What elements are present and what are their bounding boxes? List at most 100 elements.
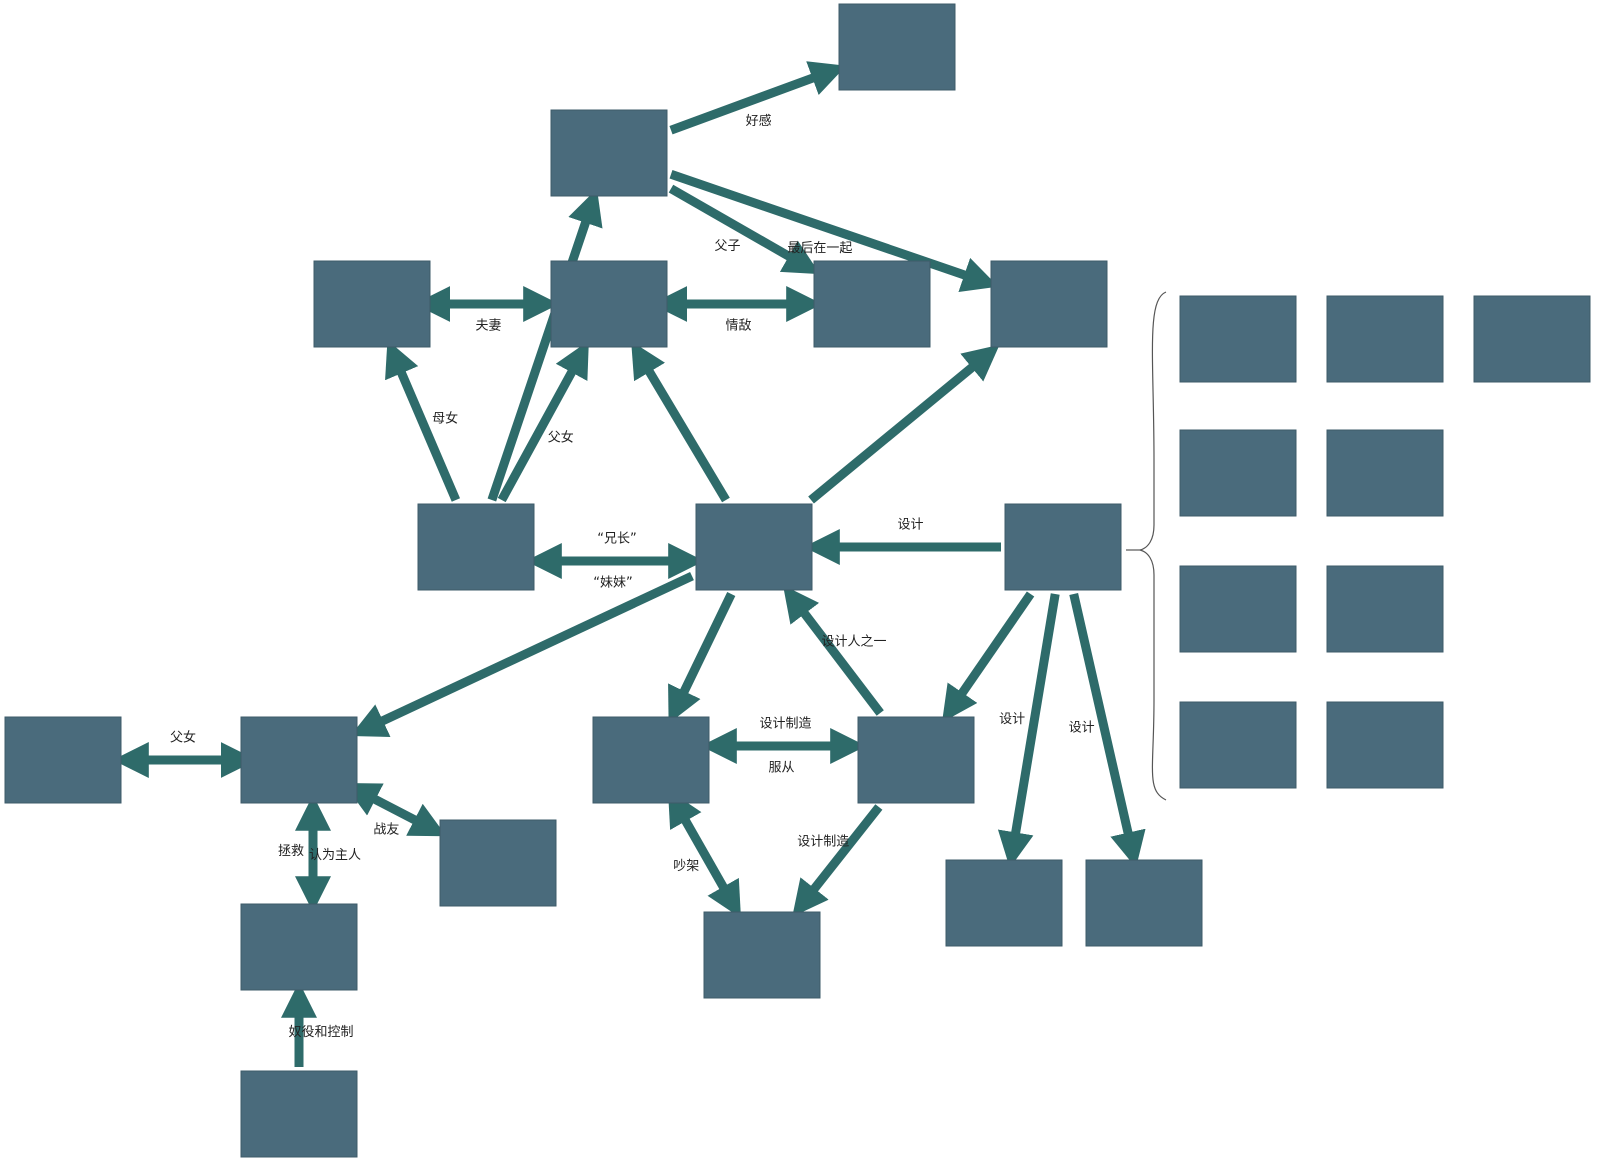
- edge-n_suha-n_zhanyou: [343, 782, 447, 837]
- node-box: [813, 260, 931, 348]
- node-box: [240, 1070, 358, 1158]
- node-box: [1179, 701, 1297, 789]
- edge-n_wenjing-n_meiyi: [385, 340, 461, 502]
- node-box: [1179, 565, 1297, 653]
- node-box: [1326, 429, 1444, 517]
- node-box: [857, 716, 975, 804]
- node-n_g8: [1179, 701, 1297, 789]
- node-n_demote: [945, 859, 1063, 947]
- node-n_zhanyou: [439, 819, 557, 907]
- edge-label-n_lc1-n_xda: 设计人之一: [822, 635, 887, 650]
- node-box: [439, 819, 557, 907]
- node-n_top_right: [838, 3, 956, 91]
- node-box: [990, 260, 1108, 348]
- node-n_xda: [695, 503, 813, 591]
- edge-label-n_lc1-n_bottom_center: 设计制造: [797, 834, 849, 849]
- edge-label-n_he_changan-n_top_right: 好感: [746, 113, 772, 129]
- node-n_lilian: [990, 260, 1108, 348]
- node-box: [1004, 503, 1122, 591]
- edge-label-n_designer-n_xda: 设计: [897, 518, 923, 533]
- edge-n_he_changan-n_top_right: [669, 61, 847, 135]
- edge-label-n_designer-n_demote: 设计: [999, 712, 1025, 727]
- group-bracket: [1139, 291, 1167, 801]
- edge-label-n_lc1-n_wangjiao: 设计制造: [759, 717, 811, 732]
- node-n_qisi: [4, 716, 122, 804]
- edge-n_designer-n_lc1: [941, 591, 1035, 723]
- edge-n_xda-n_lilian: [808, 344, 1000, 504]
- node-n_g5: [1326, 429, 1444, 517]
- node-box: [1326, 701, 1444, 789]
- edge-n_designer-n_demote: [997, 593, 1060, 868]
- edge-label-n_wenjing-n_xda: “妹妹”: [593, 576, 632, 591]
- node-n_suha: [240, 716, 358, 804]
- edge-label-n_langtian-n_suha: 认为主人: [309, 848, 361, 863]
- edge-n_he_changan-n_lilian: [669, 170, 999, 292]
- node-n_he_lyu: [813, 260, 931, 348]
- node-n_g4: [1179, 429, 1297, 517]
- node-box: [592, 716, 710, 804]
- node-box: [703, 911, 821, 999]
- edge-n_xda-n_suha: [350, 571, 694, 738]
- node-n_wenjing: [417, 503, 535, 591]
- node-n_g2: [1326, 295, 1444, 383]
- node-n_designer: [1004, 503, 1122, 591]
- node-box: [1326, 565, 1444, 653]
- node-box: [695, 503, 813, 591]
- node-box: [838, 3, 956, 91]
- edge-label-n_suha-n_qisi: 父女: [170, 730, 196, 746]
- edge-n_xda-n_wangjiao: [668, 592, 736, 724]
- node-box: [1179, 295, 1297, 383]
- node-box: [417, 503, 535, 591]
- edges-layer: [112, 61, 1146, 1067]
- edge-n_wangjiao-n_bottom_center: [667, 789, 741, 919]
- node-box: [240, 716, 358, 804]
- edge-label-n_bottom_left-n_langtian: 奴役和控制: [288, 1024, 353, 1040]
- node-box: [550, 109, 668, 197]
- node-box: [550, 260, 668, 348]
- edge-label-n_he_changan-n_lilian: 最后在一起: [787, 241, 852, 256]
- node-box: [945, 859, 1063, 947]
- node-box: [313, 260, 431, 348]
- node-n_g6: [1179, 565, 1297, 653]
- node-n_g1: [1179, 295, 1297, 383]
- node-n_bottom_left: [240, 1070, 358, 1158]
- edge-n_xda-n_center_top: [631, 341, 730, 503]
- edge-label-n_wangjiao-n_lc1: 服从: [768, 761, 794, 776]
- node-n_langtian: [240, 903, 358, 991]
- node-n_lc2: [1085, 859, 1203, 947]
- edge-n_wenjing-n_center_top: [497, 340, 589, 503]
- node-box: [1179, 429, 1297, 517]
- node-box: [240, 903, 358, 991]
- edge-label-n_xda-n_wenjing: “兄长”: [597, 532, 636, 547]
- node-n_g9: [1326, 701, 1444, 789]
- node-box: [1085, 859, 1203, 947]
- edge-label-n_designer-n_lc2: 设计: [1069, 720, 1095, 735]
- edge-n_lc1-n_bottom_center: [792, 804, 883, 917]
- node-n_wangjiao: [592, 716, 710, 804]
- node-n_meiyi: [313, 260, 431, 348]
- node-n_center_top: [550, 260, 668, 348]
- edge-label-n_meiyi-n_center_top: 夫妻: [475, 319, 501, 334]
- edge-n_he_changan-n_he_lyu: [668, 184, 821, 275]
- node-n_lc1: [857, 716, 975, 804]
- node-n_he_changan: [550, 109, 668, 197]
- edge-label-n_he_changan-n_he_lyu: 父子: [715, 239, 741, 254]
- edge-label-n_suha-n_zhanyou: 战友: [373, 822, 399, 838]
- edge-label-n_wenjing-n_meiyi: 母女: [432, 410, 458, 426]
- edge-labels-layer: 好感父子最后在一起夫妻情敌母女父女“兄长”“妹妹”设计设计人之一设计制造服从吵架…: [170, 113, 1095, 1040]
- nodes-layer: [4, 3, 1591, 1158]
- node-n_bottom_center: [703, 911, 821, 999]
- edge-n_wenjing-n_he_changan: [487, 188, 603, 502]
- edge-label-n_wangjiao-n_bottom_center: 吵架: [673, 858, 699, 874]
- edge-n_lc1-n_xda: [782, 585, 884, 716]
- edge-n_designer-n_lc2: [1069, 593, 1146, 868]
- edge-label-n_wenjing-n_center_top: 父女: [548, 430, 574, 446]
- node-box: [4, 716, 122, 804]
- edge-label-n_suha-n_langtian: 拯救: [278, 843, 304, 859]
- node-n_g7: [1326, 565, 1444, 653]
- node-box: [1326, 295, 1444, 383]
- edge-label-n_center_top-n_he_lyu: 情敌: [725, 319, 751, 334]
- node-box: [1473, 295, 1591, 383]
- node-n_g3: [1473, 295, 1591, 383]
